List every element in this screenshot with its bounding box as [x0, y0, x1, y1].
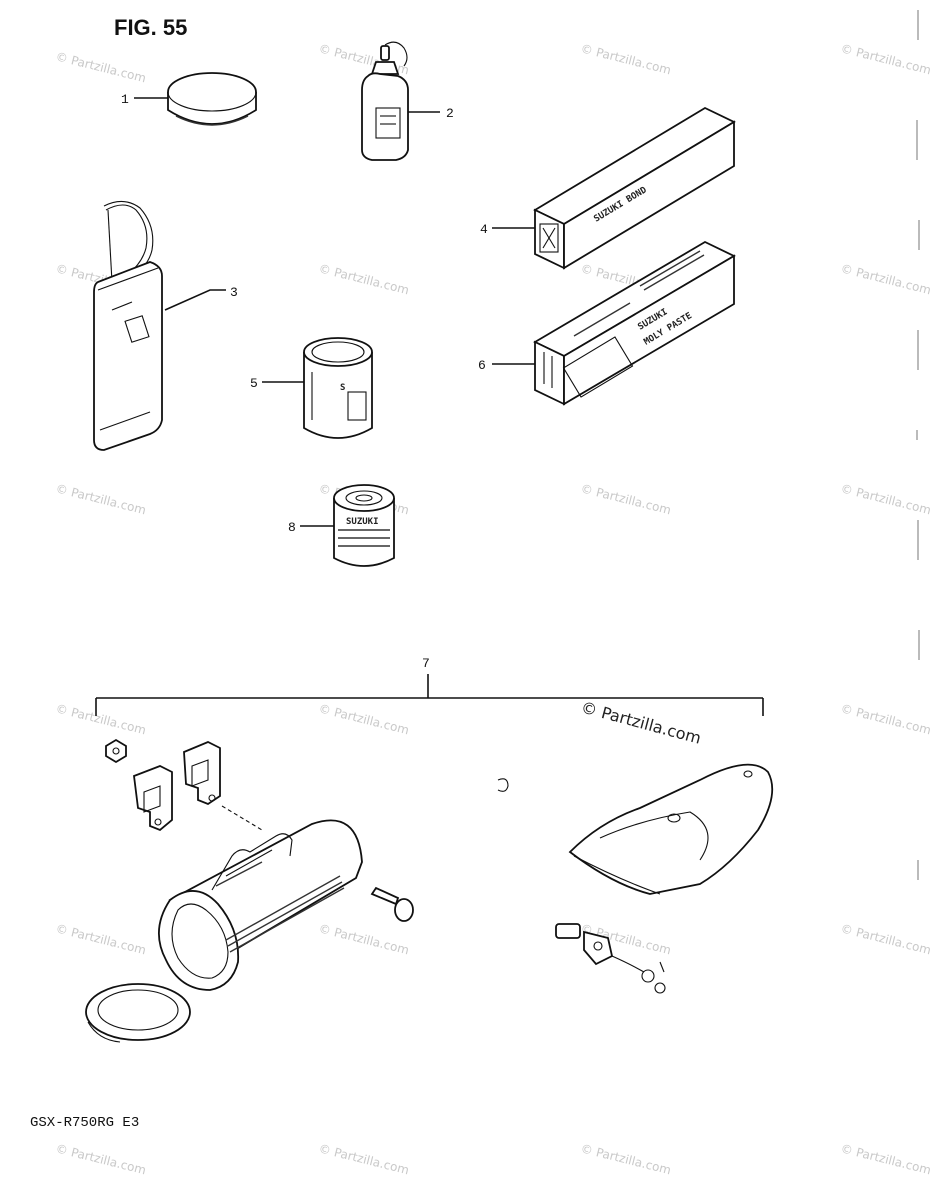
callout-label-1[interactable]: 1 [121, 92, 129, 107]
clip-icon [497, 778, 509, 792]
model-code: GSX-R750RG E3 [30, 1115, 139, 1131]
watermark: © Partzilla.com [317, 701, 410, 737]
callout-label-8[interactable]: 8 [288, 520, 296, 535]
part-2-oil-bottle[interactable] [361, 41, 409, 161]
oil-bottle-icon [361, 41, 409, 161]
cover-pouch-icon [568, 763, 774, 895]
part-3-fuel-can[interactable] [93, 200, 163, 451]
paint-can-label: S [340, 383, 345, 393]
kit-7-bracket [95, 674, 764, 716]
bracket-right-icon [183, 741, 221, 806]
callout-line-3 [164, 289, 226, 311]
watermark: © Partzilla.com [54, 1141, 147, 1177]
part-6-moly-paste-box[interactable]: SUZUKI MOLY PASTE [533, 240, 736, 406]
bracket-left-icon [133, 765, 173, 832]
callout-label-7[interactable]: 7 [422, 656, 430, 671]
small-tin-label: SUZUKI [346, 517, 379, 527]
watermark-main: © Partzilla.com [579, 698, 703, 748]
callout-label-5[interactable]: 5 [250, 376, 258, 391]
watermark: © Partzilla.com [839, 261, 932, 297]
small-tin-icon: SUZUKI [333, 484, 395, 567]
lid-ring-icon [85, 983, 191, 1043]
part-7-tool-kit[interactable] [85, 738, 774, 1105]
watermark: © Partzilla.com [317, 921, 410, 957]
bond-tube-box-icon: SUZUKI BOND [533, 106, 736, 270]
watermark: © Partzilla.com [579, 481, 672, 517]
paste-box-stripes [573, 250, 705, 337]
fuel-can-icon [93, 200, 163, 451]
watermark: © Partzilla.com [54, 49, 147, 85]
watermark: © Partzilla.com [839, 921, 932, 957]
callout-label-4[interactable]: 4 [480, 222, 488, 237]
watermark: © Partzilla.com [317, 1141, 410, 1177]
callout-label-6[interactable]: 6 [478, 358, 486, 373]
scan-edge-marks [916, 10, 920, 880]
part-1-grease-tin[interactable] [167, 72, 257, 126]
watermark: © Partzilla.com [839, 481, 932, 517]
case-ribs [215, 861, 345, 953]
grease-tin-icon [167, 72, 257, 126]
watermark: © Partzilla.com [317, 261, 410, 297]
watermark: © Partzilla.com [839, 701, 932, 737]
watermark: © Partzilla.com [579, 1141, 672, 1177]
watermark: © Partzilla.com [54, 481, 147, 517]
watermark: © Partzilla.com [839, 41, 932, 77]
tool-case-icon [157, 819, 363, 991]
watermark: © Partzilla.com [54, 701, 147, 737]
nut-icon [105, 738, 127, 764]
watermark: © Partzilla.com [54, 921, 147, 957]
figure-title: FIG. 55 [114, 15, 187, 40]
callout-label-3[interactable]: 3 [230, 285, 238, 300]
paint-can-icon: S [303, 337, 373, 439]
screw-icon [370, 886, 414, 922]
part-4-bond-box[interactable]: SUZUKI BOND [533, 106, 736, 270]
part-8-small-tin[interactable]: SUZUKI [333, 484, 395, 567]
watermark: © Partzilla.com [579, 41, 672, 77]
part-5-paint-can[interactable]: S [303, 337, 373, 439]
lock-cable-icon [388, 923, 666, 1105]
tin-stripes [338, 529, 390, 547]
watermark: © Partzilla.com [839, 1141, 932, 1177]
callout-label-2[interactable]: 2 [446, 106, 454, 121]
paste-tube-box-icon: SUZUKI MOLY PASTE [533, 240, 736, 406]
